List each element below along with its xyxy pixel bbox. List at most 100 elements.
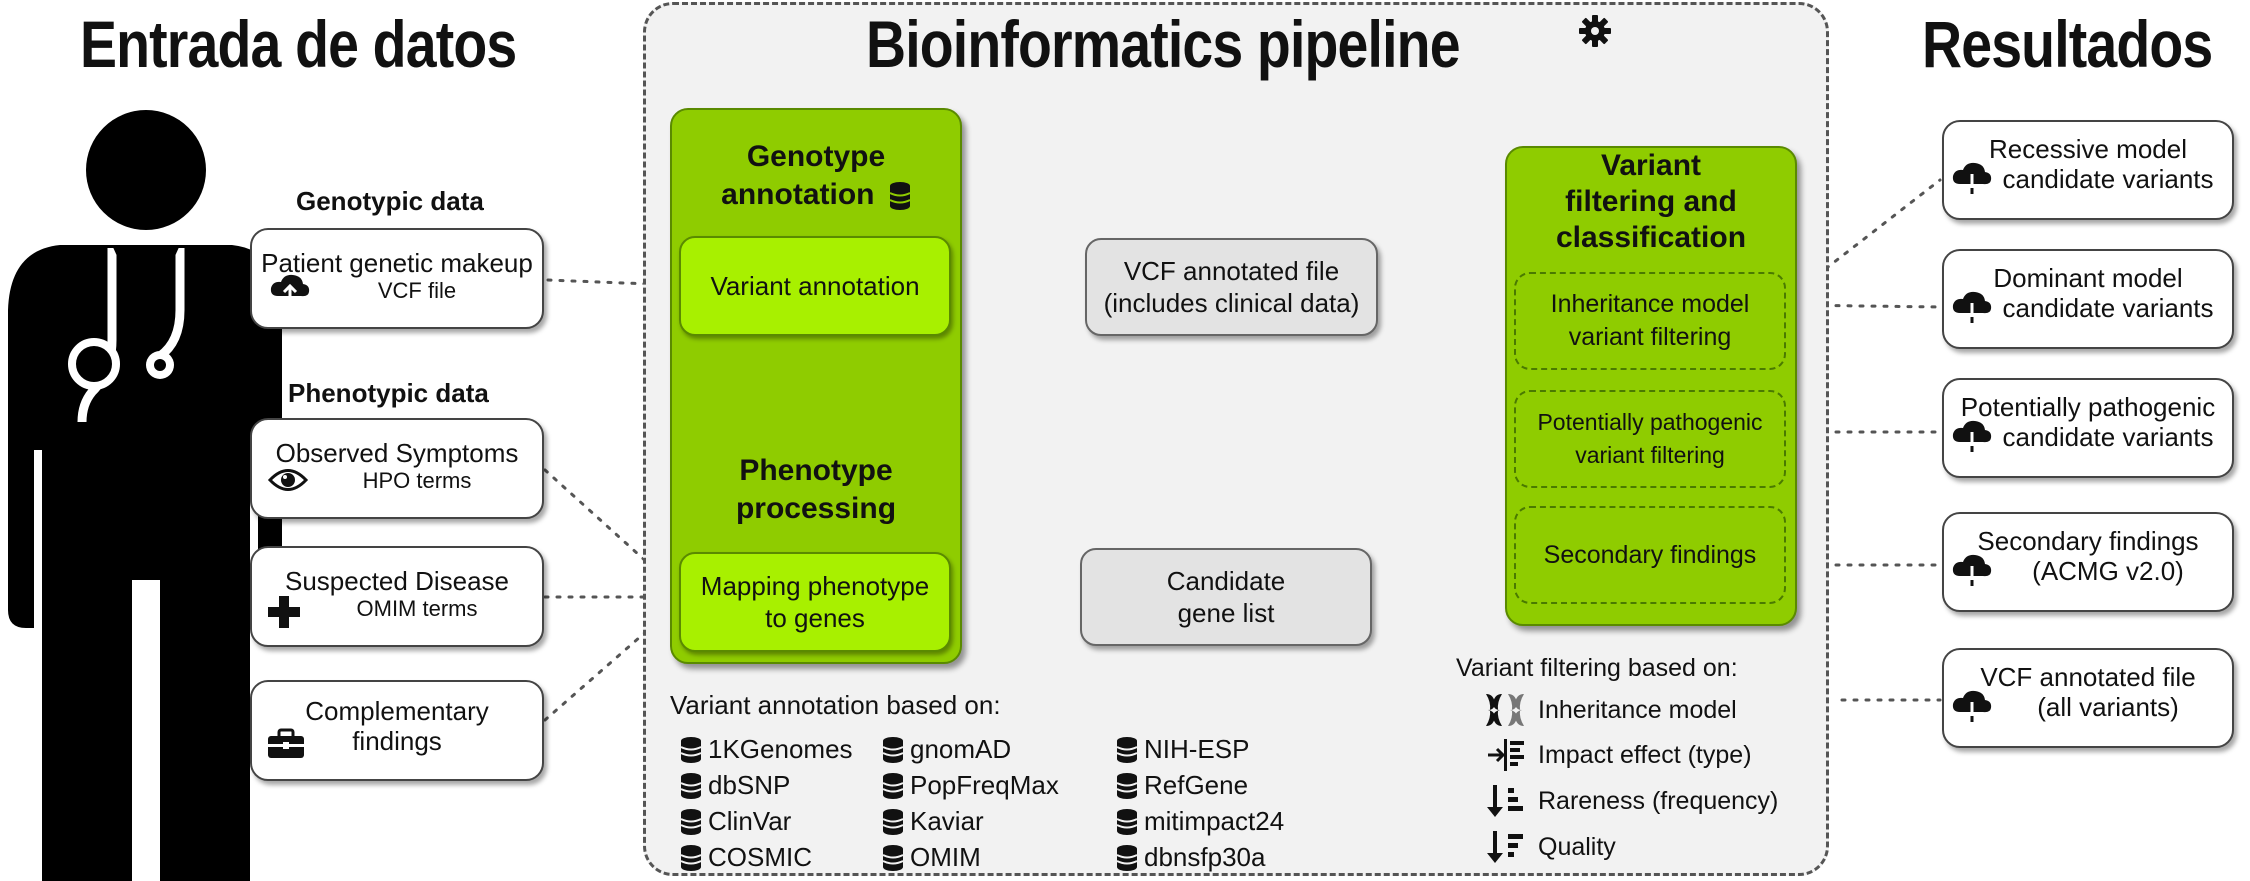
cloud-download-icon xyxy=(1952,554,1992,587)
result-subtitle: (all variants) xyxy=(2037,692,2179,722)
database-icon xyxy=(1116,736,1138,763)
result-title: Secondary findings xyxy=(1977,526,2199,556)
cloud-upload-icon xyxy=(270,274,310,302)
criteria-inheritance: Inheritance model xyxy=(1482,692,1737,728)
annotation-based-label: Variant annotation based on: xyxy=(670,690,1001,720)
database-name: COSMIC xyxy=(708,842,812,872)
impact-sort-icon xyxy=(1488,739,1524,771)
database-item: dbnsfp30a xyxy=(1116,842,1265,873)
variant-annotation-box: Variant annotation xyxy=(679,236,951,336)
genotypic-data-label: Genotypic data xyxy=(296,186,484,216)
database-icon xyxy=(882,772,904,799)
criteria-quality-label: Quality xyxy=(1538,832,1616,861)
inheritance-filtering-box: Inheritance model variant filtering xyxy=(1514,272,1786,370)
database-icon xyxy=(1116,808,1138,835)
database-item: 1KGenomes xyxy=(680,734,853,765)
mapping-phenotype-box: Mapping phenotype to genes xyxy=(679,552,951,652)
patient-genetic-title: Patient genetic makeup xyxy=(261,248,533,278)
result-box: Secondary findings(ACMG v2.0) xyxy=(1942,512,2234,612)
chromosome-icon xyxy=(1486,694,1524,726)
sort-ascending-icon xyxy=(1487,785,1523,817)
criteria-rareness: Rareness (frequency) xyxy=(1486,784,1778,818)
omim-terms-label: OMIM terms xyxy=(356,596,478,621)
database-item: gnomAD xyxy=(882,734,1011,765)
variant-filtering-panel: Variant filtering and classification xyxy=(1505,146,1797,626)
candidate-line2: gene list xyxy=(1177,598,1275,628)
mapping-line1: Mapping phenotype xyxy=(700,571,930,601)
candidate-line1: Candidate xyxy=(1166,566,1286,596)
database-icon xyxy=(889,182,911,211)
database-name: mitimpact24 xyxy=(1144,806,1285,836)
database-name: Kaviar xyxy=(910,806,984,836)
observed-symptoms-box: Observed Symptoms HPO terms xyxy=(250,418,544,519)
database-icon xyxy=(680,844,702,871)
result-subtitle: candidate variants xyxy=(2002,422,2214,452)
vcf-annotated-line2: (includes clinical data) xyxy=(1103,288,1360,318)
plus-cross-icon xyxy=(268,596,300,628)
inheritance-line2: variant filtering xyxy=(1568,323,1732,351)
doctor-icon xyxy=(8,110,282,881)
filter-title-line2: filtering and xyxy=(1565,185,1737,218)
vcf-annotated-file-box: VCF annotated file (includes clinical da… xyxy=(1085,238,1378,336)
database-name: RefGene xyxy=(1144,770,1249,800)
criteria-rareness-label: Rareness (frequency) xyxy=(1538,786,1779,815)
results-heading: Resultados xyxy=(1922,7,2213,81)
vcf-file-label: VCF file xyxy=(377,278,457,303)
database-name: gnomAD xyxy=(910,734,1012,764)
observed-symptoms-title: Observed Symptoms xyxy=(275,438,519,468)
genotype-title-line2: annotation xyxy=(721,178,875,211)
secondary-findings-filter-box: Secondary findings xyxy=(1514,506,1786,604)
database-item: NIH-ESP xyxy=(1116,734,1249,765)
result-subtitle: candidate variants xyxy=(2002,293,2214,323)
database-name: dbnsfp30a xyxy=(1144,842,1266,872)
phenotypic-data-label: Phenotypic data xyxy=(288,378,489,408)
result-title: Recessive model xyxy=(1989,134,2187,164)
cloud-download-icon xyxy=(1952,162,1992,195)
sort-descending-icon xyxy=(1487,831,1523,863)
result-title: Potentially pathogenic xyxy=(1960,392,2216,422)
phenotype-title-line2: processing xyxy=(735,492,897,525)
input-heading: Entrada de datos xyxy=(80,7,517,81)
complementary-line1: Complementary xyxy=(305,696,489,726)
gear-icon xyxy=(1579,15,1611,47)
database-item: COSMIC xyxy=(680,842,812,873)
briefcase-icon xyxy=(268,728,304,758)
database-item: OMIM xyxy=(882,842,981,873)
result-title: Dominant model xyxy=(1993,263,2183,293)
database-name: dbSNP xyxy=(708,770,791,800)
pipeline-heading: Bioinformatics pipeline xyxy=(866,7,1461,81)
criteria-quality: Quality xyxy=(1486,830,1616,864)
vcf-annotated-line1: VCF annotated file xyxy=(1123,256,1340,286)
database-icon xyxy=(1116,772,1138,799)
suspected-disease-title: Suspected Disease xyxy=(284,566,510,596)
suspected-disease-box: Suspected Disease OMIM terms xyxy=(250,546,544,647)
cloud-download-icon xyxy=(1952,420,1992,453)
criteria-impact: Impact effect (type) xyxy=(1486,738,1752,772)
result-subtitle: (ACMG v2.0) xyxy=(2032,556,2184,586)
genotype-title-line1: Genotype xyxy=(746,140,886,173)
pathogenic-line1: Potentially pathogenic xyxy=(1537,409,1763,435)
cloud-download-icon xyxy=(1952,291,1992,324)
database-name: ClinVar xyxy=(708,806,792,836)
phenotype-title-line1: Phenotype xyxy=(739,454,893,487)
database-item: ClinVar xyxy=(680,806,791,837)
hpo-terms-label: HPO terms xyxy=(362,468,472,493)
database-name: 1KGenomes xyxy=(708,734,853,764)
database-icon xyxy=(680,736,702,763)
result-subtitle: candidate variants xyxy=(2002,164,2214,194)
pathogenic-line2: variant filtering xyxy=(1575,442,1725,468)
database-icon xyxy=(680,772,702,799)
database-item: RefGene xyxy=(1116,770,1248,801)
database-name: OMIM xyxy=(910,842,981,872)
complementary-findings-box: Complementary findings xyxy=(250,680,544,781)
mapping-line2: to genes xyxy=(765,603,865,633)
database-name: PopFreqMax xyxy=(910,770,1059,800)
filter-title-line3: classification xyxy=(1555,221,1747,254)
database-icon xyxy=(882,844,904,871)
filter-title-line1: Variant xyxy=(1600,149,1702,182)
database-name: NIH-ESP xyxy=(1144,734,1250,764)
result-box: VCF annotated file(all variants) xyxy=(1942,648,2234,748)
